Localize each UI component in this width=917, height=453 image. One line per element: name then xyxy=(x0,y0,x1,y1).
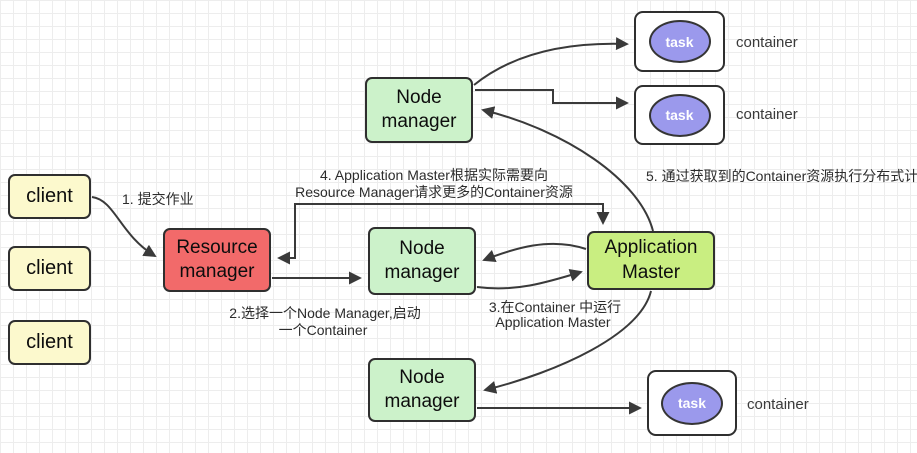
task-ellipse-1: task xyxy=(648,20,711,63)
step4-label-line2: Resource Manager请求更多的Container资源 xyxy=(295,184,573,200)
node-manager-middle: Node manager xyxy=(368,227,476,295)
node-manager-top: Node manager xyxy=(365,77,473,143)
step3-label-line2: Application Master xyxy=(495,314,611,330)
client-node-3: client xyxy=(8,320,91,365)
container-box-1: task xyxy=(634,11,725,72)
step4-label-line1: 4. Application Master根据实际需要向 xyxy=(320,167,548,183)
arrow-nm-top-to-container2 xyxy=(475,89,629,110)
task-ellipse-2: task xyxy=(648,93,711,137)
arrow-am-to-nm-mid xyxy=(482,242,587,263)
step5-label: 5. 通过获取到的Container资源执行分布式计算 xyxy=(646,168,917,184)
task-ellipse-3: task xyxy=(661,381,723,425)
container-label-3: container xyxy=(747,396,809,413)
container-label-1: container xyxy=(736,34,798,51)
client-node-2: client xyxy=(8,246,91,291)
client-node-1: client xyxy=(8,174,91,219)
step3-label-line1: 3.在Container 中运行 xyxy=(488,299,622,315)
resource-manager-node: Resource manager xyxy=(163,228,271,292)
node-manager-bottom: Node manager xyxy=(368,358,476,422)
step2-label-line1: 2.选择一个Node Manager,启动 xyxy=(229,305,421,321)
application-master-node: Application Master xyxy=(587,231,715,290)
step2-label-line2: 一个Container xyxy=(278,322,368,338)
container-box-3: task xyxy=(647,370,737,436)
arrow-nm-top-to-container1 xyxy=(473,37,629,86)
arrow-nm-mid-to-am xyxy=(476,269,583,290)
step1-label: 1. 提交作业 xyxy=(122,191,194,207)
container-label-2: container xyxy=(736,106,798,123)
container-box-2: task xyxy=(634,85,725,145)
